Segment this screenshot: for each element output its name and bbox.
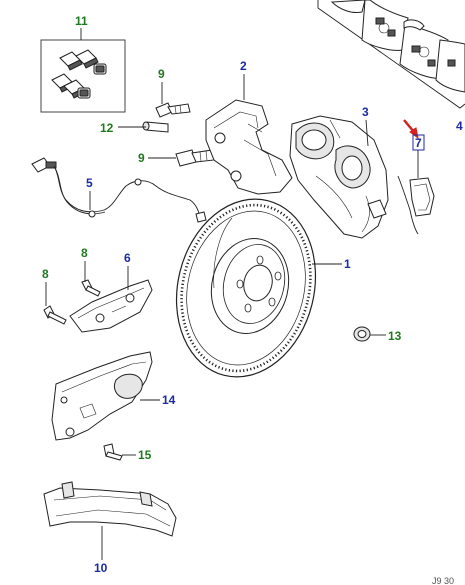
callout-9-lower: 9	[138, 151, 145, 165]
bolt-lower-drawing	[175, 149, 215, 167]
corner-code: J9 30	[432, 576, 454, 585]
anti-rattle-clip-drawing	[397, 175, 435, 235]
hub-nut-drawing	[353, 326, 371, 342]
guide-pin-drawing	[142, 121, 169, 133]
callout-4: 4	[456, 119, 463, 133]
callout-5: 5	[86, 176, 93, 190]
highlight-box	[412, 134, 425, 151]
backing-plate-bolt-drawing	[103, 443, 123, 461]
callout-8-lower: 8	[42, 267, 49, 281]
callout-12: 12	[100, 121, 114, 135]
callout-10: 10	[94, 561, 108, 575]
screw-upper-drawing	[81, 279, 101, 297]
callout-7: 7	[415, 136, 422, 150]
bolt-upper-drawing	[155, 102, 191, 118]
callout-9-upper: 9	[158, 67, 165, 81]
callout-2: 2	[240, 59, 247, 73]
callout-1: 1	[344, 257, 351, 271]
callout-8-upper: 8	[81, 246, 88, 260]
callout-14: 14	[162, 393, 176, 407]
callout-15: 15	[138, 448, 152, 462]
callout-13: 13	[388, 329, 402, 343]
screw-lower-drawing	[43, 305, 67, 325]
brake-caliper-drawing	[289, 115, 389, 239]
brake-pad-set-drawing	[317, 0, 465, 109]
backing-plate-drawing	[51, 351, 153, 441]
wear-sensor-cable-drawing	[31, 157, 207, 223]
callout-11: 11	[75, 14, 88, 28]
callout-6: 6	[124, 251, 131, 265]
caliper-carrier-drawing	[205, 99, 293, 195]
brake-disc-drawing	[175, 198, 317, 378]
disc-shield-drawing	[43, 481, 177, 537]
splash-shield-upper-drawing	[69, 279, 153, 333]
callout-3: 3	[362, 105, 369, 119]
guide-pin-kit-drawing	[40, 39, 126, 113]
